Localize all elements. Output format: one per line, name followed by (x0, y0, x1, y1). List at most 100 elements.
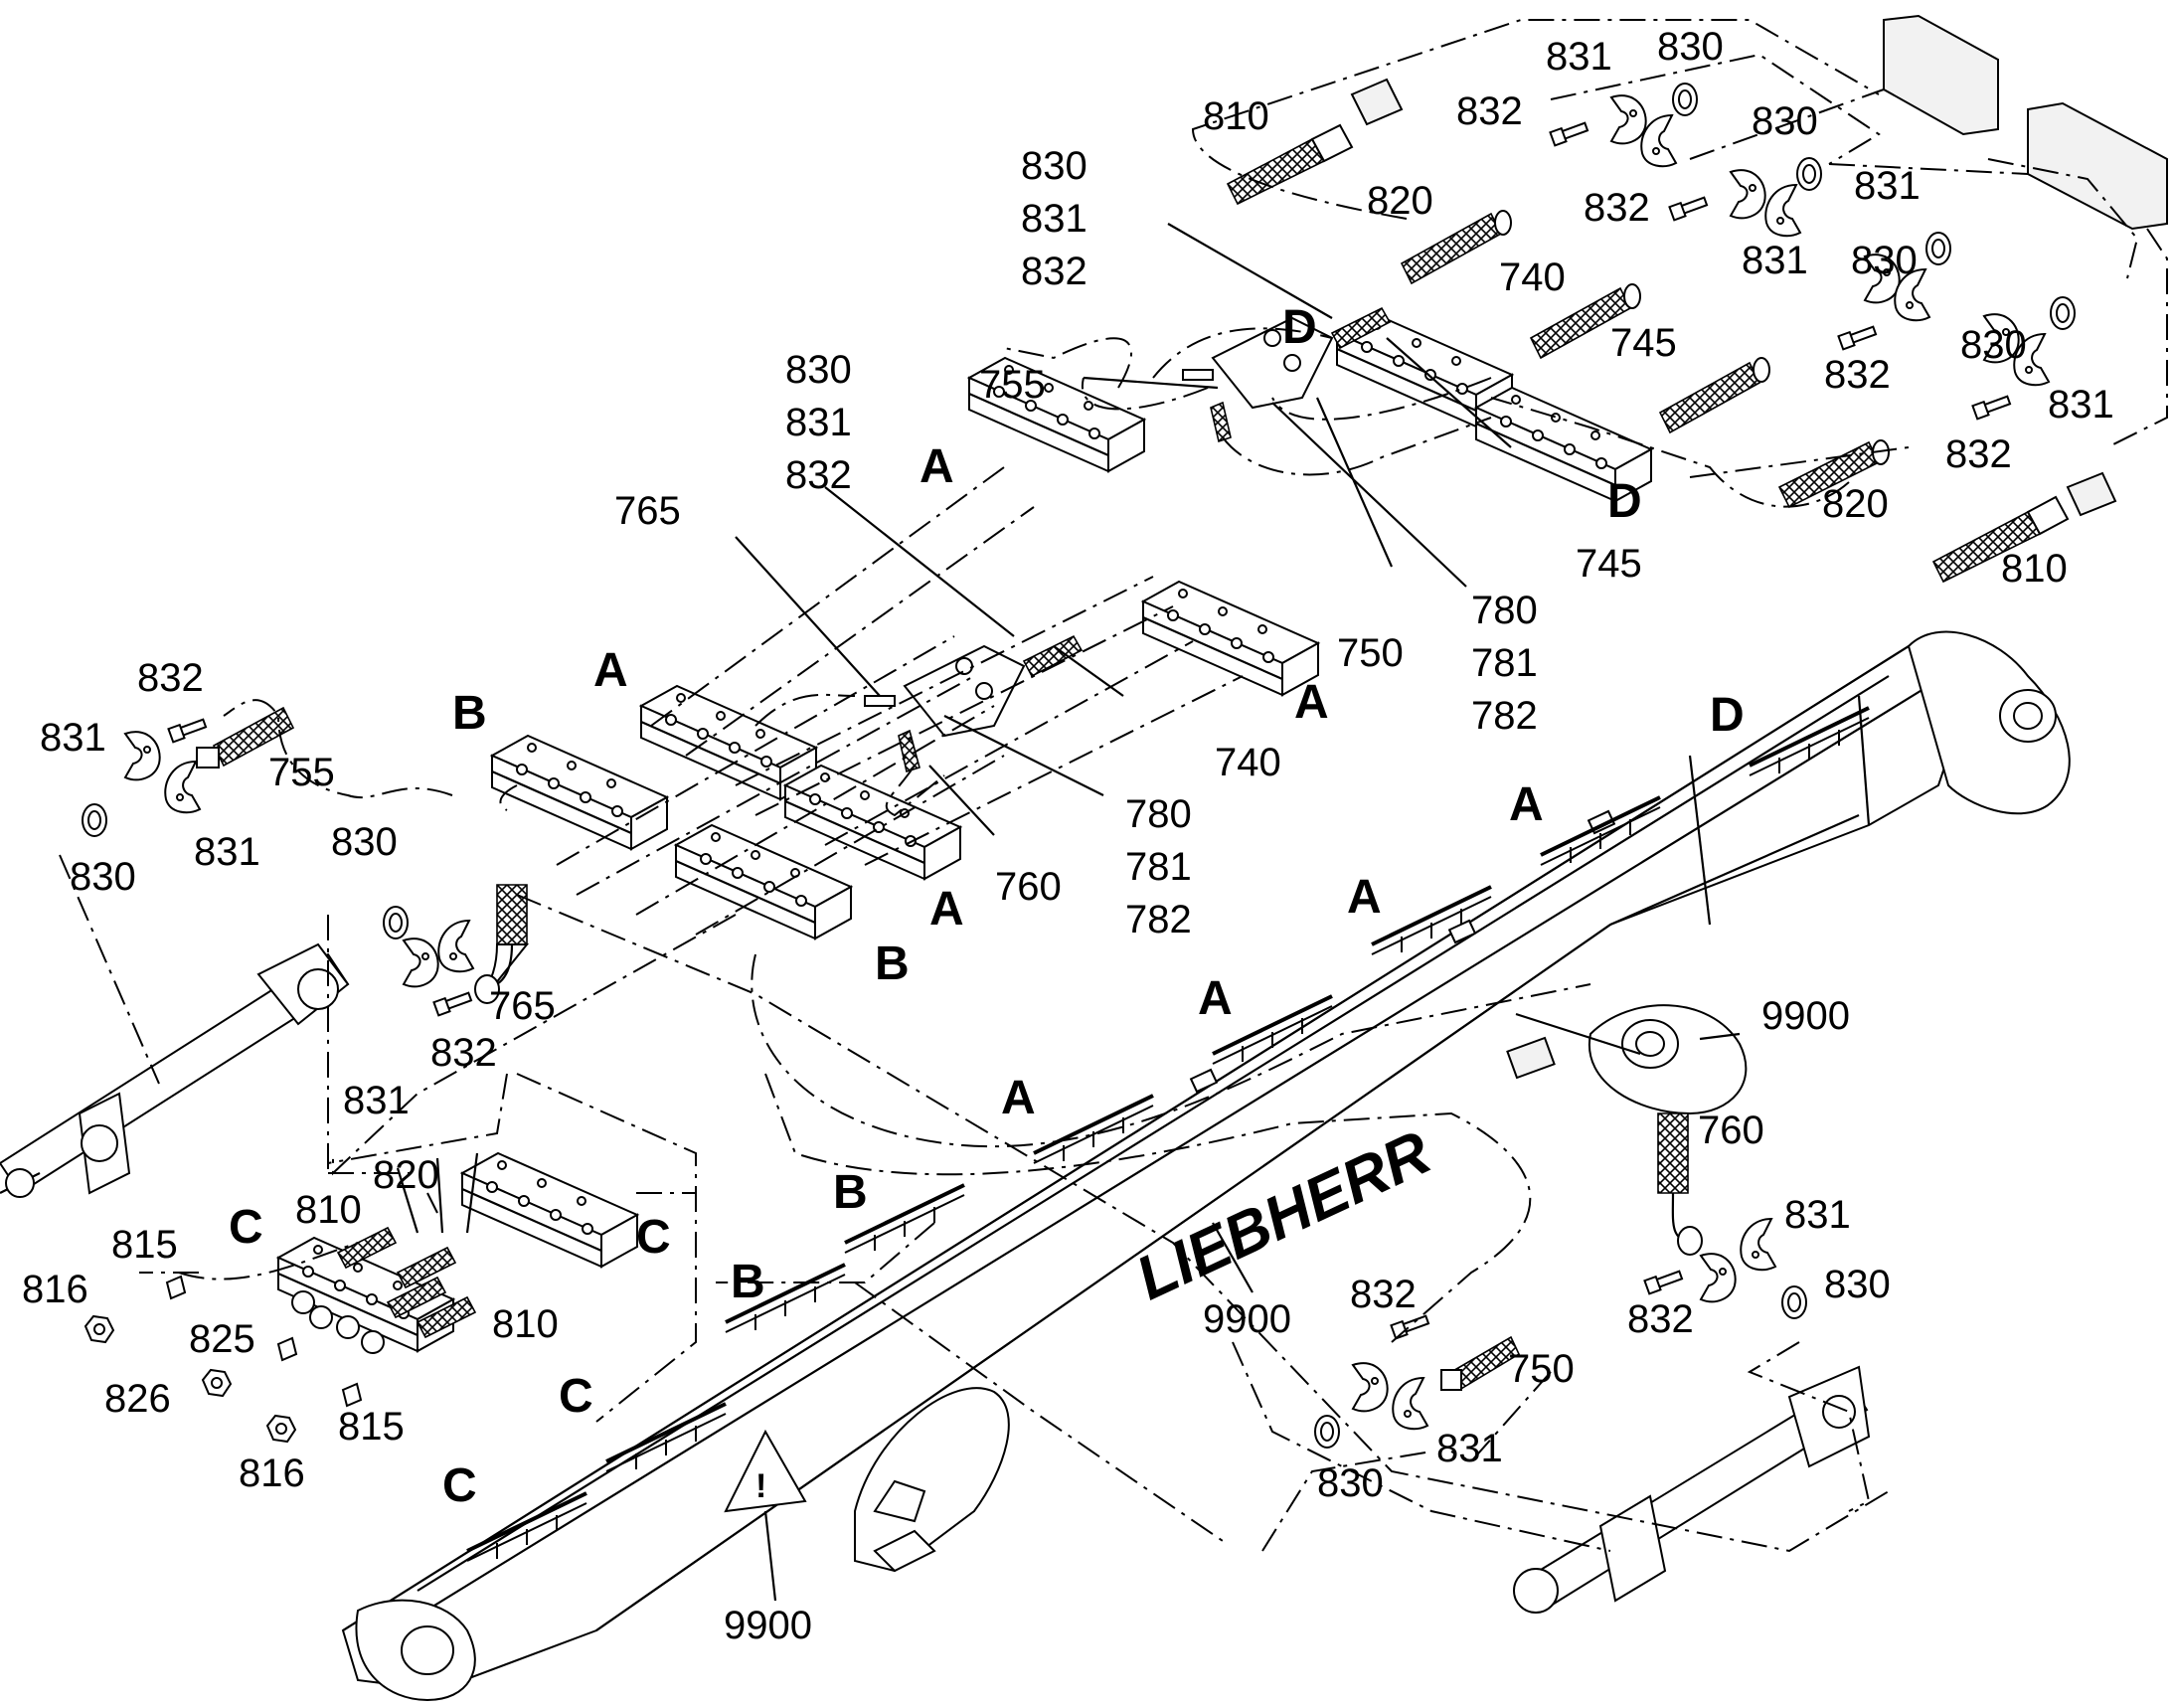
label-831: 831 (1854, 164, 1921, 208)
manifold-middle (864, 634, 1084, 773)
letter-A: A (1347, 871, 1382, 924)
label-830: 830 (785, 348, 852, 392)
label-815: 815 (111, 1223, 178, 1267)
label-816: 816 (239, 1452, 305, 1495)
label-825: 825 (189, 1317, 255, 1361)
label-740: 740 (1215, 741, 1281, 784)
letter-A: A (1001, 1072, 1036, 1124)
top-right-parts (1226, 78, 2117, 584)
label-831: 831 (2048, 383, 2114, 427)
letter-A: A (929, 883, 964, 936)
label-830: 830 (1657, 25, 1724, 69)
clamp-blocks (276, 311, 1653, 1353)
left-cylinder (0, 942, 350, 1198)
letter-C: C (442, 1459, 477, 1512)
label-830: 830 (1317, 1461, 1384, 1505)
label-9900: 9900 (1203, 1297, 1291, 1341)
label-831: 831 (40, 716, 106, 760)
label-831: 831 (194, 830, 260, 874)
label-810: 810 (295, 1188, 362, 1232)
label-760: 760 (1698, 1109, 1764, 1152)
label-755: 755 (979, 363, 1046, 407)
letter-C: C (229, 1201, 263, 1254)
label-830: 830 (70, 855, 136, 899)
end-blocks (1883, 14, 2168, 231)
right-cylinder (1513, 1365, 1871, 1614)
letter-C: C (636, 1211, 671, 1264)
label-830: 830 (1021, 144, 1087, 188)
letter-C: C (559, 1370, 593, 1423)
label-830: 830 (1752, 99, 1818, 143)
label-755: 755 (268, 751, 335, 794)
letter-A: A (1198, 972, 1233, 1025)
label-745: 745 (1610, 321, 1677, 365)
label-9900: 9900 (724, 1604, 812, 1647)
letter-A: A (1509, 778, 1544, 831)
svg-text:!: ! (755, 1467, 766, 1505)
label-820: 820 (1822, 482, 1889, 526)
label-750: 750 (1508, 1347, 1575, 1391)
letter-A: A (593, 644, 628, 697)
label-830: 830 (331, 820, 398, 864)
label-832: 832 (1584, 186, 1650, 230)
label-810: 810 (1203, 94, 1269, 138)
label-832: 832 (1627, 1297, 1694, 1341)
letter-D: D (1710, 689, 1745, 742)
dash-dot-leaders (59, 19, 2168, 1553)
letter-B: B (731, 1256, 765, 1308)
letter-A: A (1294, 676, 1329, 729)
letter-A: A (919, 440, 954, 493)
letter-D: D (1282, 301, 1317, 354)
part-number-labels: 810 831 830 832 830 820 832 831 831 830 … (22, 25, 2114, 1647)
label-831: 831 (1742, 239, 1808, 282)
label-826: 826 (104, 1377, 171, 1421)
left-parts (82, 706, 530, 1017)
label-815: 815 (338, 1405, 405, 1449)
bottom-right-parts (1314, 1112, 1807, 1449)
label-9900: 9900 (1761, 994, 1850, 1038)
label-820: 820 (1367, 179, 1433, 223)
label-832: 832 (785, 453, 852, 497)
label-810: 810 (2001, 547, 2068, 591)
label-831: 831 (1436, 1427, 1503, 1470)
label-830: 830 (1960, 323, 2027, 367)
label-830: 830 (1851, 239, 1918, 282)
label-782: 782 (1125, 898, 1192, 941)
letter-B: B (833, 1166, 868, 1219)
letter-B: B (452, 687, 487, 740)
label-832: 832 (1824, 353, 1891, 397)
label-820: 820 (373, 1153, 439, 1197)
label-780: 780 (1125, 792, 1192, 836)
label-832: 832 (1456, 89, 1523, 133)
label-832: 832 (430, 1031, 497, 1075)
label-781: 781 (1125, 845, 1192, 889)
boom-body (341, 630, 2071, 1702)
label-810: 810 (492, 1302, 559, 1346)
label-760: 760 (995, 865, 1062, 909)
label-832: 832 (1021, 250, 1087, 293)
label-831: 831 (343, 1079, 410, 1122)
label-831: 831 (1546, 35, 1612, 79)
label-830: 830 (1824, 1263, 1891, 1306)
letter-D: D (1607, 475, 1642, 528)
label-leaders (396, 223, 1741, 1602)
manifold-top (1182, 306, 1392, 443)
label-832: 832 (1945, 432, 2012, 476)
label-831: 831 (1784, 1193, 1851, 1237)
label-816: 816 (22, 1268, 88, 1311)
label-832: 832 (1350, 1273, 1417, 1316)
c-group-parts (84, 1226, 477, 1443)
label-745: 745 (1576, 542, 1642, 586)
label-740: 740 (1499, 256, 1566, 299)
label-781: 781 (1471, 641, 1538, 685)
label-750: 750 (1337, 631, 1404, 675)
label-765: 765 (614, 489, 681, 533)
label-831: 831 (785, 401, 852, 444)
label-765: 765 (489, 984, 556, 1028)
label-780: 780 (1471, 589, 1538, 632)
section-letters: D D D A A A A A A A A B B B B C C C C (229, 301, 1745, 1512)
label-831: 831 (1021, 197, 1087, 241)
warning-sign: ! (724, 1429, 807, 1513)
